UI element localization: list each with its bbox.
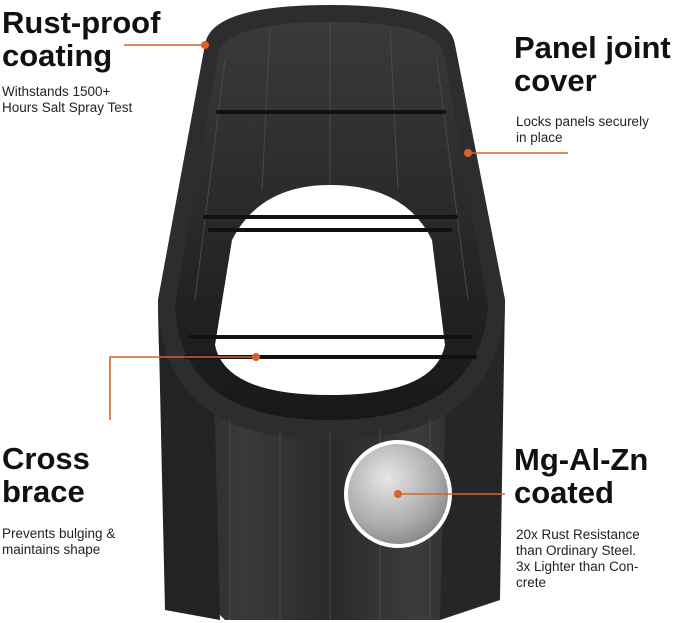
callout-dots — [201, 41, 472, 498]
callout-title-cross-brace: Cross brace — [2, 441, 90, 509]
bed-floor-opening — [215, 185, 445, 395]
callout-title-mg-al-zn: Mg-Al-Zn coated — [514, 442, 649, 510]
callout-desc-panel-joint: Locks panels securely in place — [516, 114, 649, 145]
callout-leaders — [109, 44, 568, 495]
callout-title-panel-joint: Panel joint cover — [514, 30, 671, 98]
callout-desc-rust-proof: Withstands 1500+ Hours Salt Spray Test — [2, 84, 133, 115]
callout-desc-mg-al-zn: 20x Rust Resistance than Ordinary Steel.… — [516, 527, 640, 590]
callout-title-rust-proof: Rust-proof coating — [2, 5, 161, 73]
callout-desc-cross-brace: Prevents bulging & maintains shape — [2, 526, 116, 557]
